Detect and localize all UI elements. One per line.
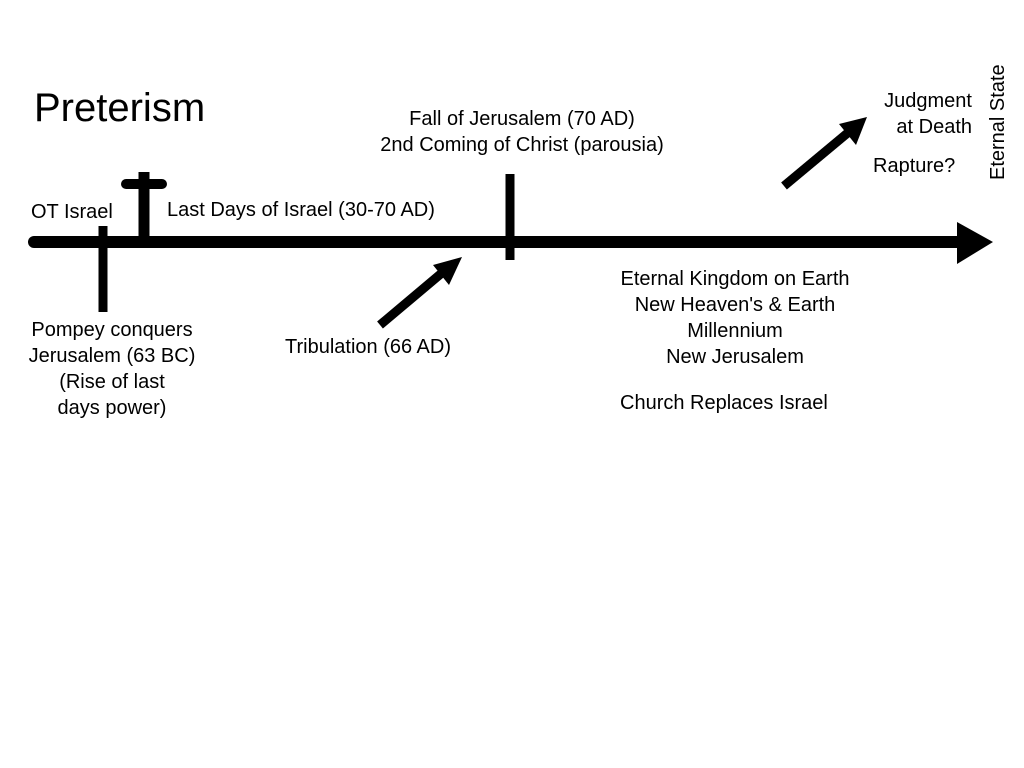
timeline-arrowhead-icon [957, 222, 993, 264]
pompey-line-1: Pompey conquers [31, 319, 193, 341]
fall-line-1: Fall of Jerusalem (70 AD) [409, 108, 635, 130]
fall-line-2: 2nd Coming of Christ (parousia) [380, 134, 664, 156]
kingdom-line-1: Eternal Kingdom on Earth [620, 268, 850, 290]
pompey-line-3: (Rise of last [59, 371, 165, 393]
kingdom-line-3: Millennium [687, 320, 783, 342]
tribulation-arrow-icon [377, 257, 462, 329]
kingdom-label: Eternal Kingdom on Earth New Heaven's & … [585, 266, 885, 370]
judgment-arrow-icon [781, 117, 867, 190]
rapture-label: Rapture? [873, 155, 956, 177]
pompey-label: Pompey conquers Jerusalem (63 BC) (Rise … [4, 317, 220, 421]
page-title: Preterism [34, 86, 206, 130]
cross-icon [121, 172, 167, 238]
last-days-label: Last Days of Israel (30-70 AD) [167, 199, 435, 221]
pompey-line-4: days power) [57, 397, 167, 419]
ot-israel-label: OT Israel [31, 201, 113, 223]
judgment-label: Judgment at Death [840, 88, 972, 140]
tribulation-label: Tribulation (66 AD) [285, 336, 451, 358]
fall-of-jerusalem-label: Fall of Jerusalem (70 AD) 2nd Coming of … [338, 106, 706, 158]
judgment-line-2: at Death [896, 116, 972, 138]
pompey-line-2: Jerusalem (63 BC) [28, 345, 196, 367]
church-replaces-israel-label: Church Replaces Israel [620, 392, 828, 414]
eternal-state-label: Eternal State [987, 64, 1009, 180]
judgment-line-1: Judgment [884, 90, 972, 112]
kingdom-line-4: New Jerusalem [666, 346, 804, 368]
kingdom-line-2: New Heaven's & Earth [634, 294, 836, 316]
